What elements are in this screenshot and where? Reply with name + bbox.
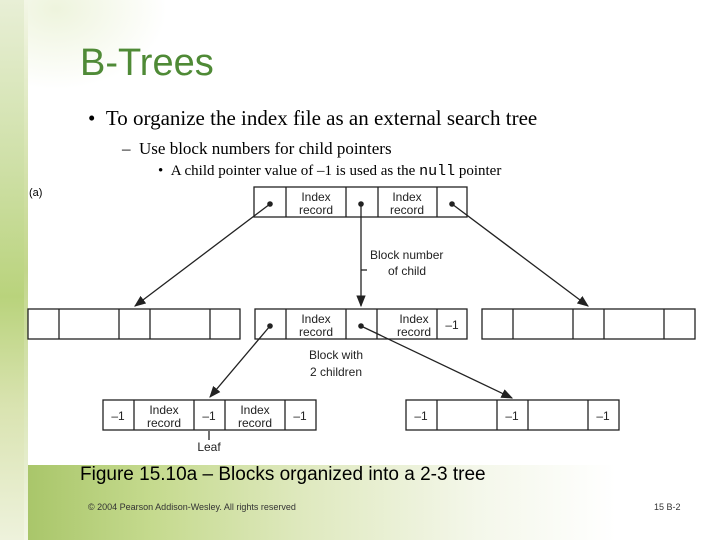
bullet-dot-icon: •	[158, 163, 164, 179]
center-record-1-line2: record	[299, 325, 333, 339]
sub-sub-text-post: pointer	[455, 163, 502, 179]
bullet-1-text: To organize the index file as an externa…	[105, 106, 538, 130]
root-record-1-line1: Index	[301, 190, 330, 204]
bullet-dot-icon: •	[88, 106, 96, 130]
right-leaf-null-2: –1	[505, 409, 519, 423]
root-record-2-line2: record	[390, 203, 424, 217]
left-leaf-node	[102, 399, 317, 431]
part-label: (a)	[29, 187, 43, 199]
sub-sub-bullet: • A child pointer value of –1 is used as…	[158, 163, 501, 180]
center-record-2-line2: record	[397, 325, 431, 339]
slide-number: 15 B-2	[654, 502, 681, 512]
left-leaf-record-1-line1: Index	[149, 403, 178, 417]
figure-caption: Figure 15.10a – Blocks organized into a …	[80, 464, 486, 485]
right-leaf-null-1: –1	[414, 409, 428, 423]
en-dash-bullet-icon: –	[122, 139, 131, 158]
bullet-1: • To organize the index file as an exter…	[88, 106, 537, 131]
left-leaf-record-2-line1: Index	[240, 403, 269, 417]
sub-bullet-text: Use block numbers for child pointers	[139, 139, 392, 158]
left-leaf-record-2-line2: record	[238, 416, 272, 430]
center-internal-node	[254, 308, 468, 340]
arrow-center-right-leaf	[360, 325, 514, 399]
decorative-bottom-art	[28, 465, 720, 540]
center-null-pointer: –1	[445, 318, 459, 332]
right-internal-node	[481, 308, 696, 340]
decorative-top-glow	[28, 0, 168, 90]
block-number-annotation-line2: of child	[388, 264, 426, 278]
root-record-2-line1: Index	[392, 190, 421, 204]
left-leaf-null-2: –1	[202, 409, 216, 423]
two-children-annotation-line2: 2 children	[310, 365, 362, 379]
right-leaf-node	[405, 399, 620, 431]
arrow-center-left-leaf	[209, 325, 271, 398]
arrow-root-right	[451, 203, 589, 307]
slide-title: B-Trees	[80, 42, 214, 84]
null-code: null	[419, 163, 456, 180]
right-leaf-null-3: –1	[596, 409, 610, 423]
left-leaf-null-1: –1	[111, 409, 125, 423]
block-number-annotation-line1: Block number	[370, 248, 443, 262]
left-leaf-null-3: –1	[293, 409, 307, 423]
leaf-annotation: Leaf	[197, 440, 221, 454]
left-internal-node	[27, 308, 241, 340]
arrow-root-left	[134, 203, 271, 307]
copyright-footer: © 2004 Pearson Addison-Wesley. All right…	[88, 502, 296, 512]
decorative-side-art	[0, 0, 28, 540]
center-record-2-line1: Index	[399, 312, 428, 326]
center-record-1-line1: Index	[301, 312, 330, 326]
two-children-annotation-line1: Block with	[309, 348, 363, 362]
root-record-1-line2: record	[299, 203, 333, 217]
sub-bullet: – Use block numbers for child pointers	[122, 139, 392, 159]
sub-sub-text-pre: A child pointer value of –1 is used as t…	[170, 163, 420, 179]
left-leaf-record-1-line2: record	[147, 416, 181, 430]
